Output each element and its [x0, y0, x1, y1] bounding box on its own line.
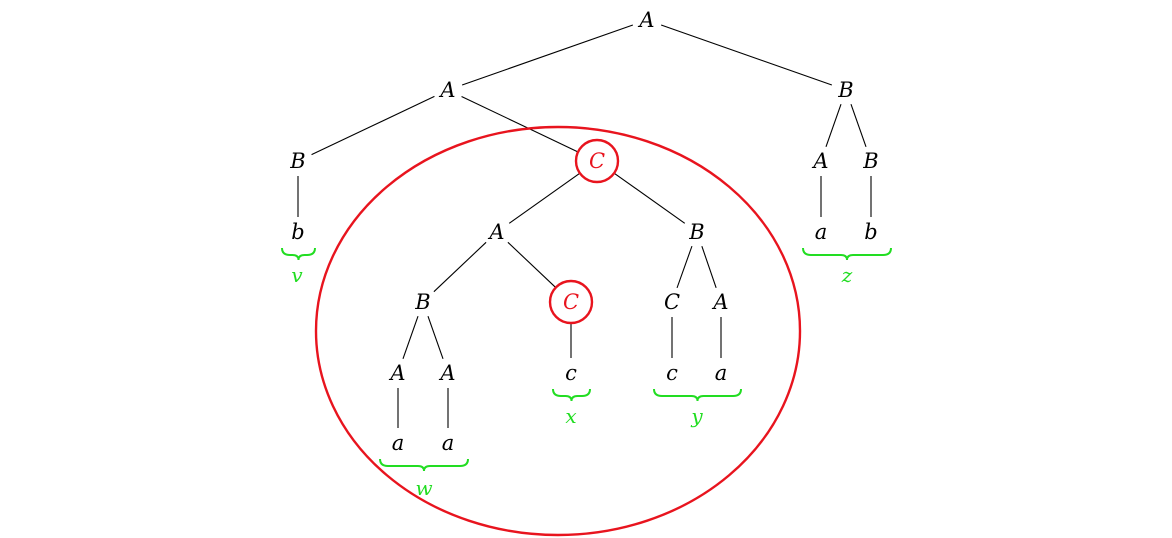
tree-node-A: A	[811, 149, 828, 173]
tree-node-a: a	[442, 431, 455, 455]
underbrace-w	[379, 458, 469, 472]
highlight-circles	[548, 138, 620, 325]
tree-node-C: C	[664, 290, 680, 314]
tree-node-b: b	[291, 220, 304, 244]
tree-edge	[433, 241, 487, 293]
tree-edge	[402, 315, 419, 360]
tree-edge	[461, 24, 634, 86]
yield-braces: v w x y z	[281, 247, 892, 500]
tree-node-B: B	[688, 220, 704, 244]
tree-edge	[676, 245, 693, 289]
highlight-circle	[548, 279, 594, 325]
tree-edge	[850, 103, 867, 148]
tree-node-A: A	[637, 8, 654, 32]
tree-node-B: B	[414, 290, 430, 314]
tree-edge	[507, 241, 557, 288]
tree-node-c: c	[666, 361, 678, 385]
tree-node-A: A	[711, 290, 728, 314]
tree-edges	[297, 24, 872, 428]
tree-edge	[508, 172, 581, 224]
yield-label-x: x	[565, 404, 576, 428]
tree-node-c: c	[565, 361, 577, 385]
tree-node-A: A	[438, 361, 455, 385]
tree-node-C-highlighted: C	[589, 149, 605, 173]
tree-node-A: A	[438, 78, 455, 102]
yield-label-v: v	[291, 263, 303, 287]
tree-edge	[613, 172, 686, 224]
tree-node-C-highlighted: C	[563, 290, 579, 314]
tree-edge	[701, 246, 717, 288]
tree-edge	[660, 24, 833, 86]
yield-label-z: z	[841, 263, 853, 287]
underbrace-x	[552, 388, 591, 402]
tree-node-a: a	[392, 431, 405, 455]
subtree-highlight-ellipse	[314, 125, 802, 537]
tree-node-A: A	[388, 361, 405, 385]
tree-node-A: A	[487, 220, 504, 244]
tree-edge	[311, 95, 435, 156]
highlight-circle	[574, 138, 620, 184]
tree-node-b: b	[864, 220, 877, 244]
tree-edge	[825, 103, 842, 148]
tree-node-B: B	[862, 149, 878, 173]
underbrace-z	[802, 247, 892, 261]
tree-node-a: a	[715, 361, 728, 385]
yield-label-y: y	[690, 404, 703, 428]
tree-node-B: B	[289, 149, 305, 173]
tree-edge	[427, 315, 444, 360]
tree-node-B: B	[837, 78, 853, 102]
tree-node-a: a	[815, 220, 828, 244]
yield-label-w: w	[415, 476, 432, 500]
underbrace-v	[281, 247, 316, 261]
tree-edge	[461, 95, 579, 153]
underbrace-y	[653, 388, 742, 402]
